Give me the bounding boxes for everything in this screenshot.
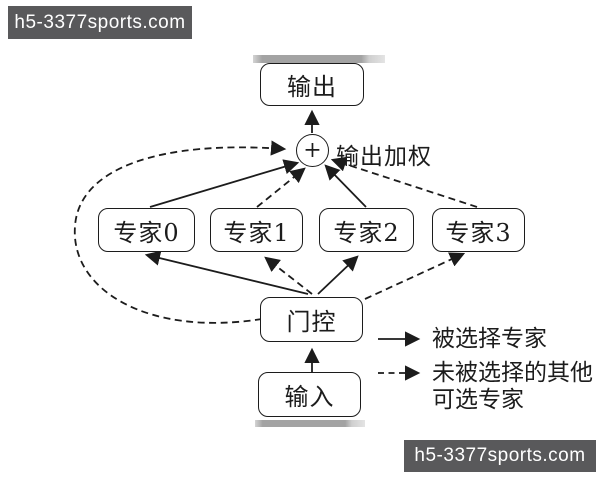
output-box-label: 输出 — [287, 73, 337, 101]
gate-box: 门控 — [260, 297, 363, 342]
legend-selected-label: 被选择专家 — [432, 326, 547, 352]
expert-0-label: 专家0 — [113, 218, 180, 247]
arrow-expert0-to-sum — [149, 159, 300, 208]
expert-2-label: 专家2 — [333, 218, 400, 247]
sum-node-label: 输出加权 — [336, 144, 432, 170]
arrow-expert3-to-sum — [330, 156, 478, 208]
arrow-expert2-to-sum — [324, 164, 367, 208]
input-box: 输入 — [258, 372, 361, 417]
arrow-gate-to-expert2 — [317, 255, 359, 295]
input-box-label: 输入 — [284, 383, 335, 411]
output-box: 输出 — [260, 63, 364, 106]
arrow-gate-to-sum-arc — [74, 140, 287, 324]
expert-1-label: 专家1 — [223, 218, 290, 247]
arrow-gate-to-expert1 — [264, 256, 313, 295]
expert-box-2: 专家2 — [319, 208, 414, 252]
legend-unselected-line2: 可选专家 — [432, 387, 524, 413]
legend-unselected-line1: 未被选择的其他 — [432, 360, 593, 386]
watermark-bottom-right: h5-3377sports.com — [404, 440, 596, 472]
gray-strip-top — [253, 55, 385, 63]
gray-strip-bottom — [255, 420, 365, 427]
expert-box-3: 专家3 — [432, 208, 525, 252]
arrow-gate-to-expert0 — [144, 250, 309, 295]
plus-icon: + — [303, 138, 322, 163]
expert-box-1: 专家1 — [210, 208, 303, 252]
expert-3-label: 专家3 — [445, 218, 512, 247]
expert-box-0: 专家0 — [98, 208, 195, 252]
arrow-expert1-to-sum — [256, 167, 306, 208]
arrow-gate-to-expert3 — [364, 252, 466, 300]
gate-box-label: 门控 — [286, 308, 337, 336]
legend-unselected-label: 未被选择的其他 可选专家 — [432, 360, 593, 414]
watermark-top-left: h5-3377sports.com — [8, 6, 192, 39]
sum-node: + — [296, 134, 329, 167]
